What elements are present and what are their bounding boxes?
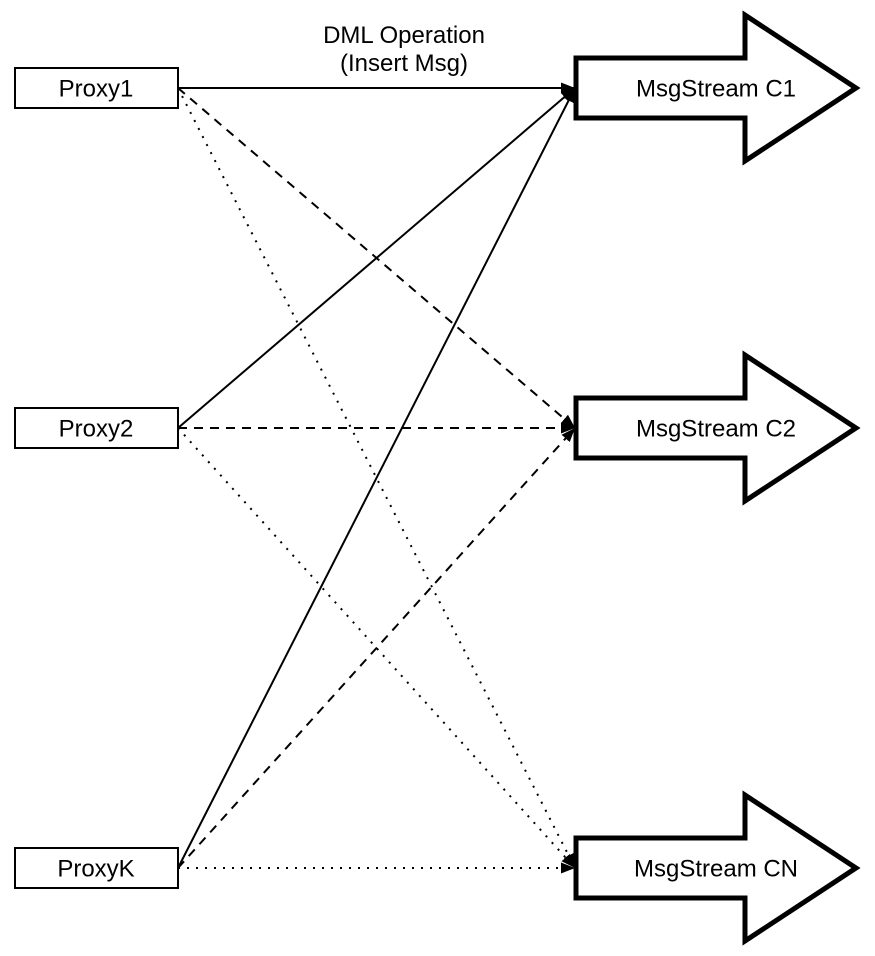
proxy1-box — [14, 67, 179, 109]
proxy-node-proxyk: ProxyK — [14, 847, 179, 889]
proxy-node-proxy2: Proxy2 — [14, 407, 179, 449]
proxyk-label: ProxyK — [57, 856, 134, 883]
proxy-node-proxy1: Proxy1 — [14, 67, 179, 109]
stream-node-c1: MsgStream C1 — [573, 10, 861, 166]
diagram-title: DML Operation (Insert Msg) — [323, 22, 485, 77]
stream-node-cn: MsgStream CN — [573, 790, 861, 946]
proxyk-box — [14, 847, 179, 889]
proxy2-label: Proxy2 — [59, 416, 134, 443]
edge-proxyk-c1 — [177, 87, 576, 869]
cn-label: MsgStream CN — [634, 856, 798, 883]
proxy1-label: Proxy1 — [59, 76, 134, 103]
c2-label: MsgStream C2 — [636, 416, 796, 443]
edge-proxy1-cn — [177, 87, 576, 869]
c1-label: MsgStream C1 — [636, 76, 796, 103]
edge-proxyk-c2 — [177, 427, 576, 869]
diagram-title-line2: (Insert Msg) — [340, 50, 468, 77]
c1-arrow-shape — [573, 10, 861, 166]
stream-node-c2: MsgStream C2 — [573, 350, 861, 506]
proxy2-box — [14, 407, 179, 449]
c2-arrow-shape — [573, 350, 861, 506]
edges-layer — [177, 82, 576, 874]
cn-arrow-shape — [573, 790, 861, 946]
edge-proxy2-c1 — [177, 87, 576, 429]
diagram-title-line1: DML Operation — [323, 22, 485, 49]
